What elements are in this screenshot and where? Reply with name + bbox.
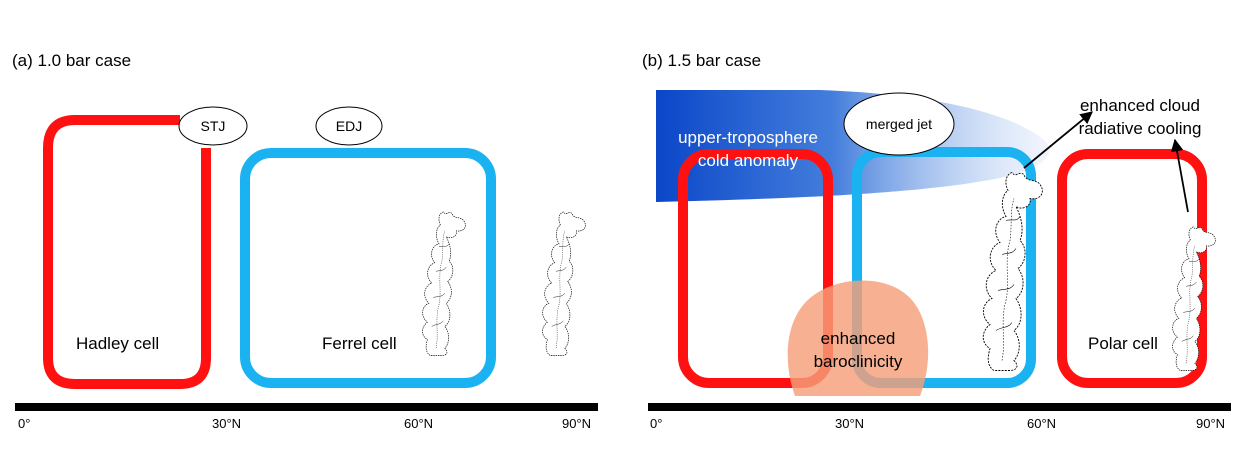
tick-label-90n: 90°N xyxy=(562,416,591,431)
tick-label-60n: 60°N xyxy=(404,416,433,431)
cloud-cooling-label-line1: enhanced cloud xyxy=(1080,96,1200,115)
merged-jet-bubble xyxy=(843,92,955,156)
ferrel-cell-loop xyxy=(240,148,496,388)
merged-jet-label: merged jet xyxy=(866,116,932,132)
cold-anomaly-label-line1: upper-troposphere xyxy=(678,128,818,147)
ground-bar-b xyxy=(648,403,1231,411)
hadley-cell-loop-b xyxy=(678,149,833,388)
cloud-cooling-label-line2: radiative cooling xyxy=(1079,119,1202,138)
tick-label-0: 0° xyxy=(18,416,30,431)
panel-b-title: (b) 1.5 bar case xyxy=(642,51,761,70)
baroclinicity-label-line2: baroclinicity xyxy=(814,352,903,371)
hadley-cell-label: Hadley cell xyxy=(76,334,159,353)
cloud-cooling-arrow-1 xyxy=(1023,111,1093,169)
convective-cloud-icon xyxy=(422,211,466,356)
ferrel-cell-loop-b xyxy=(852,147,1036,388)
baroclinicity-blob xyxy=(787,280,929,396)
panel-a: (a) 1.0 bar case Hadley cell Ferrel cell… xyxy=(12,51,598,431)
convective-cloud-icon xyxy=(542,211,586,356)
tick-label-30n-b: 30°N xyxy=(835,416,864,431)
hadley-cell-loop xyxy=(43,115,211,389)
baroclinicity-label-line1: enhanced xyxy=(821,329,896,348)
stj-label: STJ xyxy=(201,118,226,134)
polar-cell-loop xyxy=(1057,149,1207,388)
polar-cell-label: Polar cell xyxy=(1088,334,1158,353)
convective-cloud-icon xyxy=(1172,226,1216,371)
panel-b: (b) 1.5 bar case upper-troposphere cold … xyxy=(642,51,1231,431)
tick-label-60n-b: 60°N xyxy=(1027,416,1056,431)
cloud-cooling-arrow-2 xyxy=(1170,138,1189,213)
stj-bubble xyxy=(178,106,248,146)
panel-a-title: (a) 1.0 bar case xyxy=(12,51,131,70)
ground-bar xyxy=(15,403,598,411)
edj-bubble xyxy=(315,106,383,146)
cold-anomaly-label-line2: cold anomaly xyxy=(698,151,799,170)
edj-label: EDJ xyxy=(336,118,362,134)
tick-label-90n-b: 90°N xyxy=(1196,416,1225,431)
ferrel-cell-label: Ferrel cell xyxy=(322,334,397,353)
tick-label-30n: 30°N xyxy=(212,416,241,431)
tick-label-0-b: 0° xyxy=(650,416,662,431)
